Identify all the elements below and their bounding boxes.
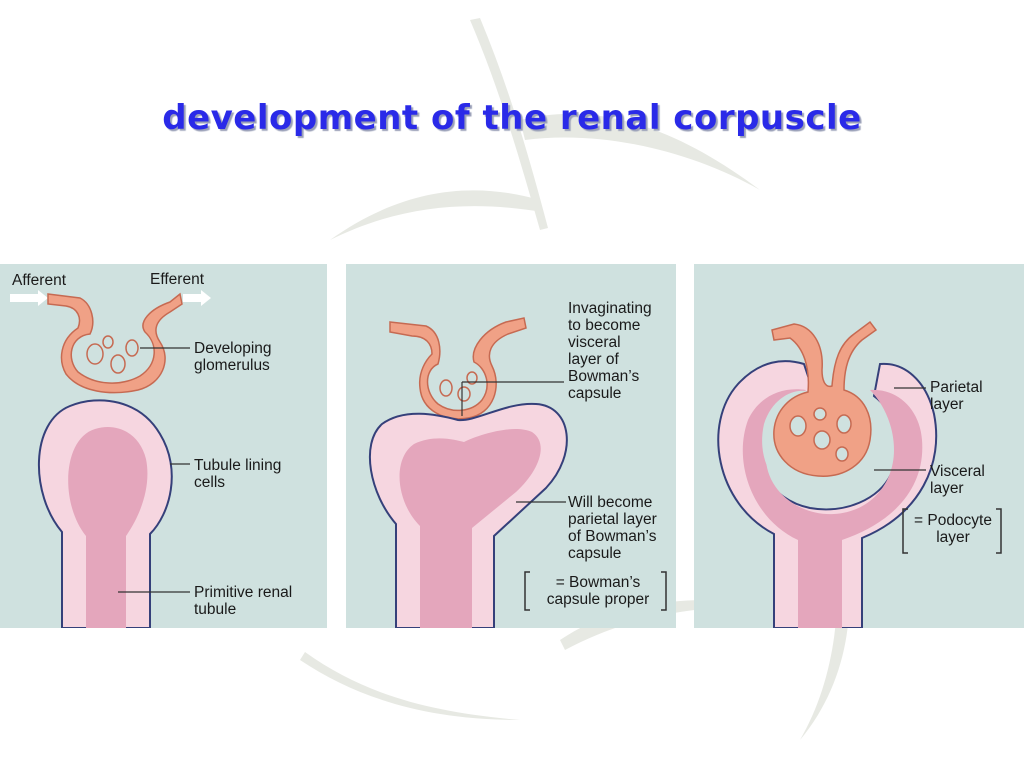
- efferent-arrow: [183, 290, 211, 306]
- bowmans-capsule-bracket: = Bowman’s capsule proper: [523, 571, 668, 611]
- invaginating-label: Invaginating to become visceral layer of…: [568, 300, 652, 402]
- podocyte-layer-bracket: = Podocyte layer: [901, 508, 1003, 554]
- bracket-shape: [902, 508, 1002, 554]
- panel-1-leader-lines: [118, 347, 190, 593]
- mature-glomerulus: [771, 320, 878, 477]
- parietal-layer-future-label: Will become parietal layer of Bowman’s c…: [568, 494, 657, 562]
- invaginating-glomerulus: [389, 317, 527, 420]
- panel-renal-corpuscle: Parietal layer Visceral layer = Podocyte…: [694, 264, 1024, 628]
- panel-2-illustration: [346, 264, 676, 628]
- panel-invaginating: Invaginating to become visceral layer of…: [346, 264, 676, 628]
- developing-glomerulus: [47, 292, 183, 394]
- panel-3-illustration: [694, 264, 1024, 628]
- developing-glomerulus-label: Developing glomerulus: [194, 340, 272, 374]
- panel-developing-glomerulus: Afferent Efferent Developing glomerulus …: [0, 264, 327, 628]
- tubule-lining-cells-label: Tubule lining cells: [194, 457, 282, 491]
- panel-2-leader-lines: [461, 381, 566, 503]
- efferent-label: Efferent: [150, 271, 205, 288]
- afferent-label: Afferent: [12, 272, 67, 289]
- slide-title: development of the renal corpuscle: [162, 98, 862, 138]
- invaginating-tubule: [368, 402, 568, 628]
- panel-1-illustration: [0, 264, 327, 628]
- bowmans-capsule-proper-label: = Bowman’s capsule proper: [546, 574, 650, 608]
- parietal-layer-label: Parietal layer: [930, 379, 983, 413]
- primitive-tubule: [37, 399, 173, 628]
- primitive-renal-tubule-label: Primitive renal tubule: [194, 584, 293, 618]
- panel-3-leader-lines: [874, 387, 926, 471]
- bracket-shape: [524, 571, 667, 611]
- visceral-layer-label: Visceral layer: [930, 463, 985, 497]
- podocyte-layer-label: = Podocyte layer: [914, 512, 992, 546]
- afferent-arrow: [10, 290, 48, 306]
